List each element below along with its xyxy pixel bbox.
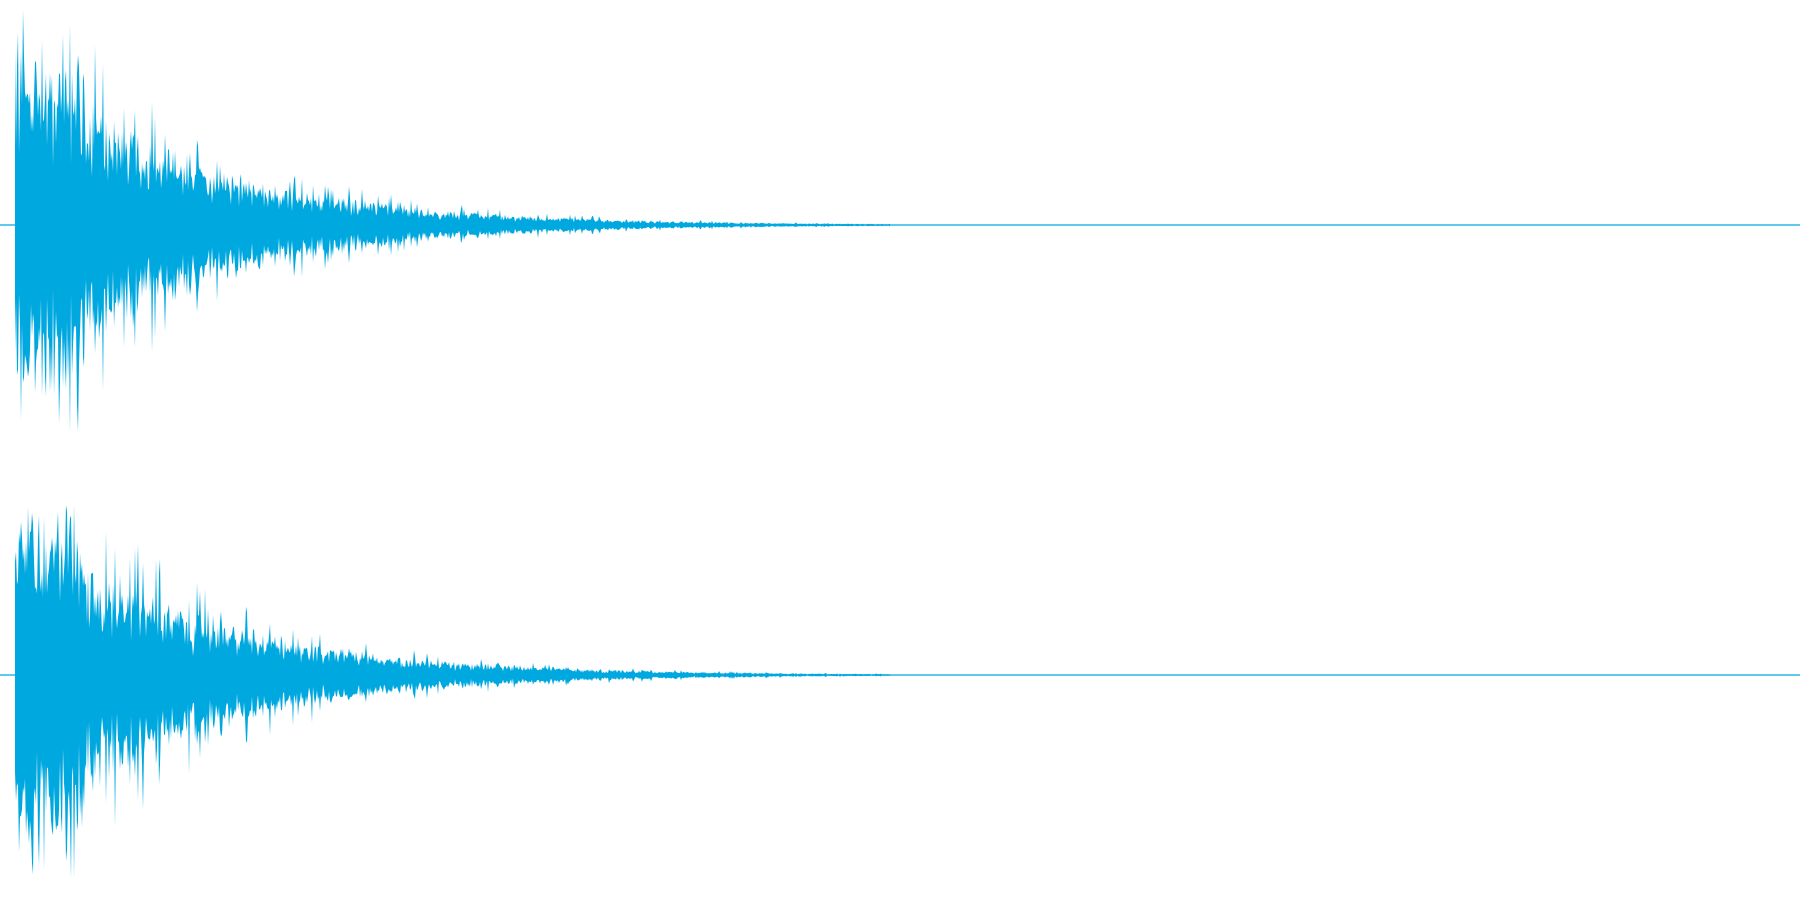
waveform-envelope xyxy=(15,504,890,880)
waveform-channel-left xyxy=(0,9,1800,433)
waveform-channel-right xyxy=(0,504,1800,880)
waveform-envelope xyxy=(15,9,890,433)
